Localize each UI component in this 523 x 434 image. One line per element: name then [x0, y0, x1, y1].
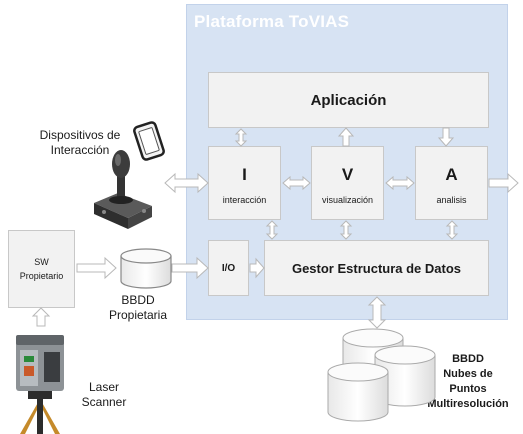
- bbdd-nubes-line2: Nubes de: [443, 368, 493, 380]
- bbdd-nubes-line4: Multiresolución: [427, 398, 509, 410]
- joystick-icon: [94, 150, 152, 229]
- interaccion-label: interacción: [222, 195, 267, 205]
- bbdd-nubes-cylinder-front: [327, 362, 389, 422]
- arrow-v-gestor: [339, 220, 353, 240]
- io-box: I/O: [208, 240, 249, 296]
- tablet-icon: [133, 121, 165, 161]
- arrow-bbdd-io: [171, 256, 209, 280]
- analisis-label: analisis: [436, 195, 467, 205]
- visualizacion-label: visualización: [321, 195, 374, 205]
- laser-line2: Scanner: [81, 395, 127, 409]
- arrow-a-out: [488, 172, 519, 194]
- bbdd-prop-line1: BBDD: [121, 293, 155, 307]
- arrow-i-gestor: [265, 220, 279, 240]
- arrow-i-v: [282, 175, 311, 191]
- sw-propietario-box: SW Propietario: [8, 230, 75, 308]
- dispositivos-line2: Interacción: [50, 143, 110, 157]
- sw-label-line1: SW: [34, 257, 49, 267]
- interaccion-letter: I: [242, 165, 247, 184]
- bbdd-prop-line2: Propietaria: [108, 308, 168, 322]
- visualizacion-letter: V: [341, 165, 354, 184]
- analisis-module: A analisis: [415, 146, 488, 220]
- arrow-gestor-nubes: [367, 296, 387, 329]
- platform-title: Plataforma ToVIAS: [194, 12, 350, 31]
- arrow-devices-i: [164, 172, 209, 194]
- arrow-io-gestor: [249, 257, 265, 279]
- arrow-scanner-sw: [31, 307, 51, 327]
- dispositivos-label: Dispositivos de Interacción: [20, 128, 140, 158]
- bbdd-nubes-label: BBDD Nubes de Puntos Multiresolución: [418, 352, 518, 412]
- arrow-a-gestor: [445, 220, 459, 240]
- laser-line1: Laser: [88, 380, 120, 394]
- sw-label-line2: Propietario: [19, 271, 64, 281]
- arrow-app-a: [437, 127, 455, 147]
- io-label: I/O: [221, 262, 236, 274]
- interaccion-module: I interacción: [208, 146, 281, 220]
- laser-scanner-icon: [16, 335, 64, 434]
- laser-scanner-label: Laser Scanner: [74, 380, 134, 410]
- analisis-letter: A: [445, 165, 458, 184]
- dispositivos-line1: Dispositivos de: [39, 128, 121, 142]
- aplicacion-box: Aplicación: [208, 72, 489, 128]
- arrow-app-i: [234, 128, 248, 147]
- gestor-datos-label: Gestor Estructura de Datos: [291, 260, 462, 276]
- arrow-app-v: [337, 127, 355, 147]
- bbdd-nubes-line1: BBDD: [452, 353, 484, 365]
- arrow-sw-bbdd: [76, 256, 117, 280]
- bbdd-propietaria-cylinder: [120, 248, 172, 289]
- bbdd-propietaria-label: BBDD Propietaria: [93, 293, 183, 323]
- aplicacion-label: Aplicación: [310, 91, 387, 109]
- gestor-datos-box: Gestor Estructura de Datos: [264, 240, 489, 296]
- bbdd-nubes-line3: Puntos: [449, 383, 487, 395]
- arrow-v-a: [385, 175, 415, 191]
